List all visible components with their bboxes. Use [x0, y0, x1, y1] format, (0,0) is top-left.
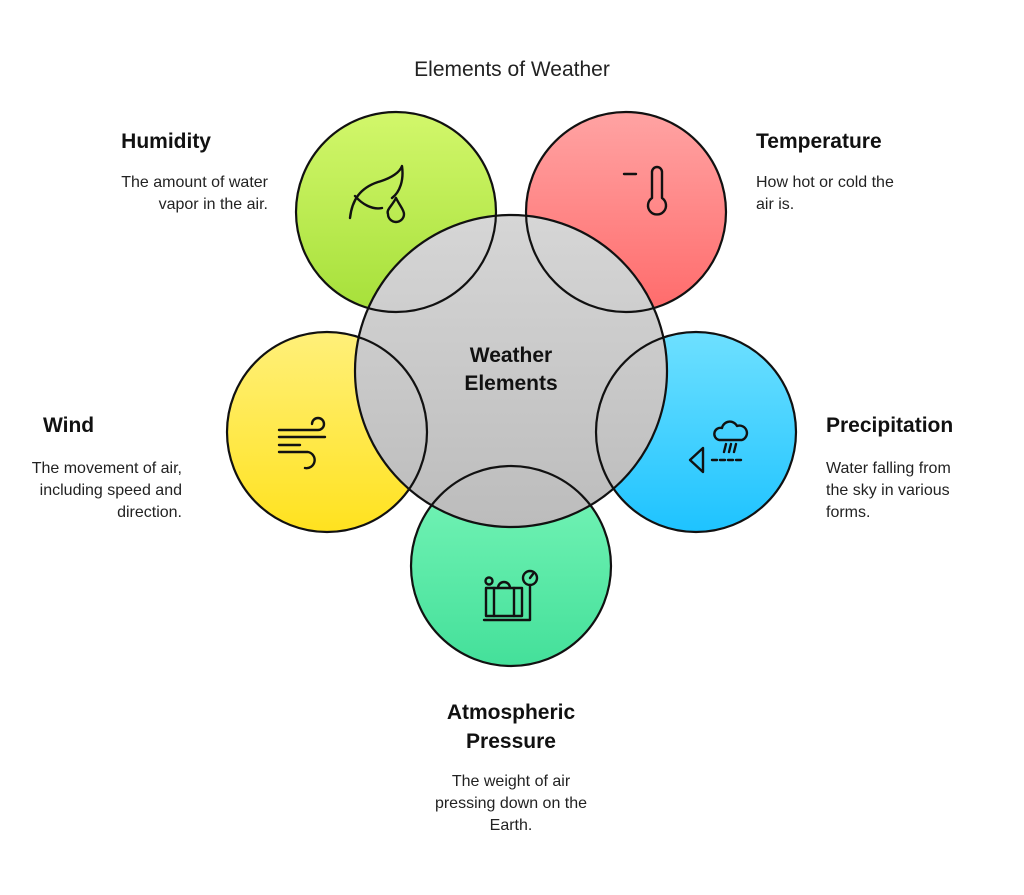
- center-label-line2: Elements: [464, 372, 558, 395]
- center-label: Weather Elements: [411, 342, 611, 398]
- wind-description: The movement of air, including speed and…: [31, 460, 182, 521]
- humidity-description: The amount of water vapor in the air.: [121, 174, 268, 213]
- pressure-description: The weight of air pressing down on the E…: [434, 773, 588, 834]
- center-label-line1: Weather: [469, 344, 553, 367]
- temperature-description: How hot or cold the air is.: [756, 174, 894, 213]
- wind-label: Wind: [43, 414, 95, 437]
- center-circle: [355, 215, 667, 527]
- humidity-label: Humidity: [121, 130, 211, 153]
- pressure-gauge-icon: [482, 569, 539, 622]
- precipitation-description: Water falling from the sky in various fo…: [826, 460, 951, 521]
- wind-icon: [277, 416, 327, 470]
- diagram-title: Elements of Weather: [414, 58, 610, 81]
- temperature-label: Temperature: [756, 130, 882, 153]
- thermometer-icon: [622, 165, 668, 216]
- precipitation-label: Precipitation: [826, 414, 954, 437]
- rain-cloud-icon: [688, 420, 749, 474]
- pressure-label: Atmospheric Pressure: [446, 701, 576, 753]
- leaf-water-drop-icon: [348, 164, 406, 224]
